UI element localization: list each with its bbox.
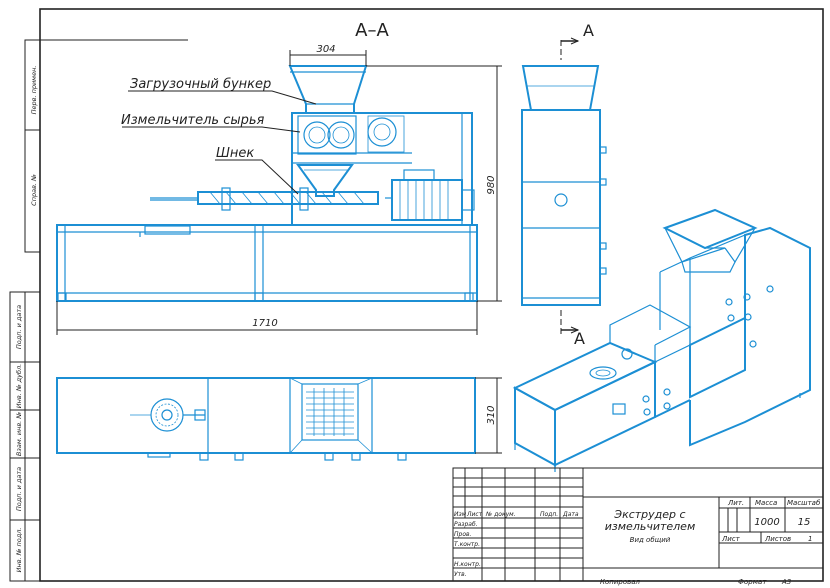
isometric-view bbox=[512, 208, 811, 472]
tb-col-data: Дата bbox=[562, 511, 579, 518]
side-stamp-podp-data-1: Подп. и дата bbox=[15, 305, 23, 349]
side-stamp-inv-dubl: Инв. № дубл. bbox=[15, 364, 23, 408]
callout-hopper: Загрузочный бункер bbox=[130, 77, 271, 92]
side-stamp-inv-podl: Инв. № подл. bbox=[15, 528, 23, 573]
title-block-texts: Изм Лист № докум. Подп. Дата Разраб. Про… bbox=[454, 511, 579, 578]
cut-marker-top: А bbox=[583, 21, 594, 40]
tb-row-nkontr: Н.контр. bbox=[454, 561, 481, 568]
tb-listov-value: 1 bbox=[808, 535, 812, 543]
tb-title-line1: Экструдер с bbox=[613, 508, 685, 521]
tb-col-podp: Подп. bbox=[540, 511, 558, 518]
dim-length: 1710 bbox=[252, 318, 277, 329]
dim-hopper-width: 304 bbox=[316, 44, 335, 55]
section-label: А–А bbox=[355, 20, 389, 41]
tb-masshtab-value: 15 bbox=[798, 517, 811, 528]
dim-width: 310 bbox=[486, 405, 497, 424]
tb-masshtab-label: Масштаб bbox=[787, 499, 821, 507]
front-view bbox=[56, 65, 478, 302]
tb-subtitle: Вид общий bbox=[630, 536, 671, 544]
sheet-frame bbox=[9, 8, 824, 582]
callout-screw: Шнек bbox=[216, 146, 254, 161]
dim-height: 980 bbox=[486, 175, 497, 194]
tb-list-label: Лист bbox=[721, 535, 741, 543]
tb-col-list: Лист bbox=[466, 511, 483, 518]
side-stamp-perv-primen: Перв. примен. bbox=[30, 66, 38, 115]
tb-row-razrab: Разраб. bbox=[454, 521, 478, 528]
tb-kopiroval: Копировал bbox=[600, 578, 641, 586]
side-stamp-sprav-no: Справ. № bbox=[30, 174, 38, 206]
callout-grinder: Измельчитель сырья bbox=[121, 113, 265, 128]
side-view bbox=[521, 37, 607, 335]
cut-marker-bottom: А bbox=[574, 329, 585, 348]
tb-row-tkontr: Т.контр. bbox=[454, 541, 480, 548]
tb-massa-value: 1000 bbox=[754, 517, 779, 528]
title-block bbox=[452, 467, 824, 582]
tb-lit-label: Лит. bbox=[727, 499, 744, 507]
plan-view bbox=[56, 377, 476, 461]
side-stamp: Перв. примен. Справ. № Подп. и дата Инв.… bbox=[15, 66, 38, 573]
tb-format-value: А3 bbox=[781, 578, 791, 586]
tb-format-label: Формат bbox=[738, 578, 767, 586]
tb-row-prov: Пров. bbox=[454, 531, 472, 538]
tb-row-utv: Утв. bbox=[454, 571, 467, 578]
tb-col-izm: Изм bbox=[454, 511, 467, 518]
dimension-lines bbox=[56, 50, 502, 335]
dim-width-lines bbox=[475, 377, 502, 454]
tb-listov-label: Листов bbox=[764, 535, 791, 543]
tb-col-doc: № докум. bbox=[485, 511, 516, 518]
tb-title-line2: измельчителем bbox=[605, 520, 696, 533]
side-stamp-podp-data-2: Подп. и дата bbox=[15, 467, 23, 511]
side-stamp-vzam-inv: Взам. инв. № bbox=[15, 412, 23, 456]
tb-massa-label: Масса bbox=[755, 499, 777, 507]
